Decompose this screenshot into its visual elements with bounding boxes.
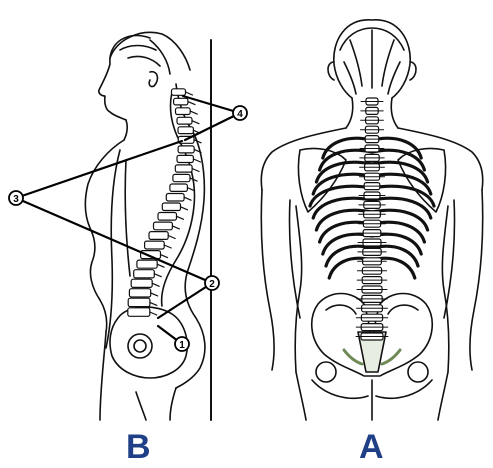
back-pelvis-accent-left [344, 350, 362, 364]
side-vertebra [162, 203, 180, 211]
side-spinous-process [192, 121, 199, 124]
side-leg-middle [136, 392, 146, 420]
side-spinous-process [184, 197, 191, 200]
side-vertebra [170, 184, 188, 191]
side-spinous-process [151, 293, 158, 296]
side-vertebra [178, 127, 193, 134]
side-spinous-process [194, 159, 201, 162]
side-vertebra [131, 279, 152, 287]
back-ear-right [410, 62, 416, 80]
back-torso-right [442, 206, 448, 372]
side-vertebra [129, 289, 150, 297]
back-iliac-right-inner [388, 305, 418, 314]
side-vertebra [177, 117, 192, 124]
side-femoral-head [134, 340, 146, 352]
callout-3: 3 [9, 191, 23, 205]
panel-label-a: A [359, 430, 384, 464]
side-spinous-process [192, 169, 199, 172]
callout-4: 4 [233, 106, 247, 120]
back-ear-left [328, 62, 334, 80]
side-spinous-process [152, 283, 159, 286]
side-spinous-process [154, 274, 161, 277]
back-arm-right [444, 190, 483, 370]
back-pelvis-accent-right [382, 350, 400, 364]
side-spinous-process [150, 312, 157, 315]
side-vertebra [134, 270, 155, 278]
back-hip-right [408, 362, 428, 382]
side-spinous-process [150, 302, 157, 305]
side-spinous-process [157, 264, 164, 267]
callout-leader-lines [16, 96, 240, 344]
side-vertebra [154, 222, 173, 230]
callout-2-label: 2 [209, 279, 215, 290]
callout-1: 1 [175, 337, 189, 351]
side-vertebra [149, 232, 168, 240]
callout-1-label: 1 [179, 340, 185, 351]
back-hip-left [316, 362, 336, 382]
side-leg-front [100, 332, 106, 420]
side-spinous-process [164, 245, 171, 248]
side-vertebra [173, 174, 190, 181]
back-buttock-right [376, 380, 432, 398]
callout-4-label: 4 [237, 109, 243, 120]
side-spinous-process [188, 102, 195, 105]
panel-label-b: B [126, 430, 151, 464]
side-spinous-process [172, 226, 179, 229]
back-arm-left [261, 190, 300, 370]
side-vertebra [178, 146, 194, 153]
side-hip-socket [128, 334, 152, 358]
side-vertebra [172, 89, 186, 96]
leader-line-3-upper [16, 141, 182, 198]
back-torso-left [295, 206, 301, 372]
side-vertebra [145, 241, 165, 249]
side-vertebra [137, 260, 157, 268]
back-buttock-left [312, 380, 368, 398]
side-spinous-process [190, 111, 197, 114]
side-view-figure [85, 32, 211, 420]
back-rib-right [372, 186, 434, 206]
back-iliac-left-inner [326, 305, 356, 314]
side-vertebra [175, 165, 192, 172]
side-spinous-process [161, 255, 168, 258]
side-vertebra [158, 213, 177, 221]
side-vertebra [177, 155, 193, 162]
side-vertebra [174, 98, 188, 105]
side-spinous-process [187, 188, 194, 191]
side-vertebra [166, 194, 184, 202]
side-spinous-process [186, 92, 193, 95]
side-vertebra [128, 298, 150, 306]
side-leg-back [170, 388, 176, 420]
side-neck-front [124, 120, 127, 140]
callout-3-label: 3 [13, 194, 19, 205]
callout-2: 2 [205, 276, 219, 290]
side-spinous-process [181, 207, 188, 210]
leader-line-3-lower [16, 198, 212, 283]
side-spinous-process [168, 236, 175, 239]
side-ear [149, 72, 157, 87]
back-vertebrae [356, 98, 388, 340]
back-rib-left [310, 186, 372, 206]
side-vertebra [176, 108, 191, 115]
back-view-figure [261, 20, 482, 420]
leader-line-4-thorax [185, 113, 240, 140]
side-vertebra [128, 308, 150, 317]
side-spinous-process [177, 216, 184, 219]
back-hair [340, 28, 404, 94]
